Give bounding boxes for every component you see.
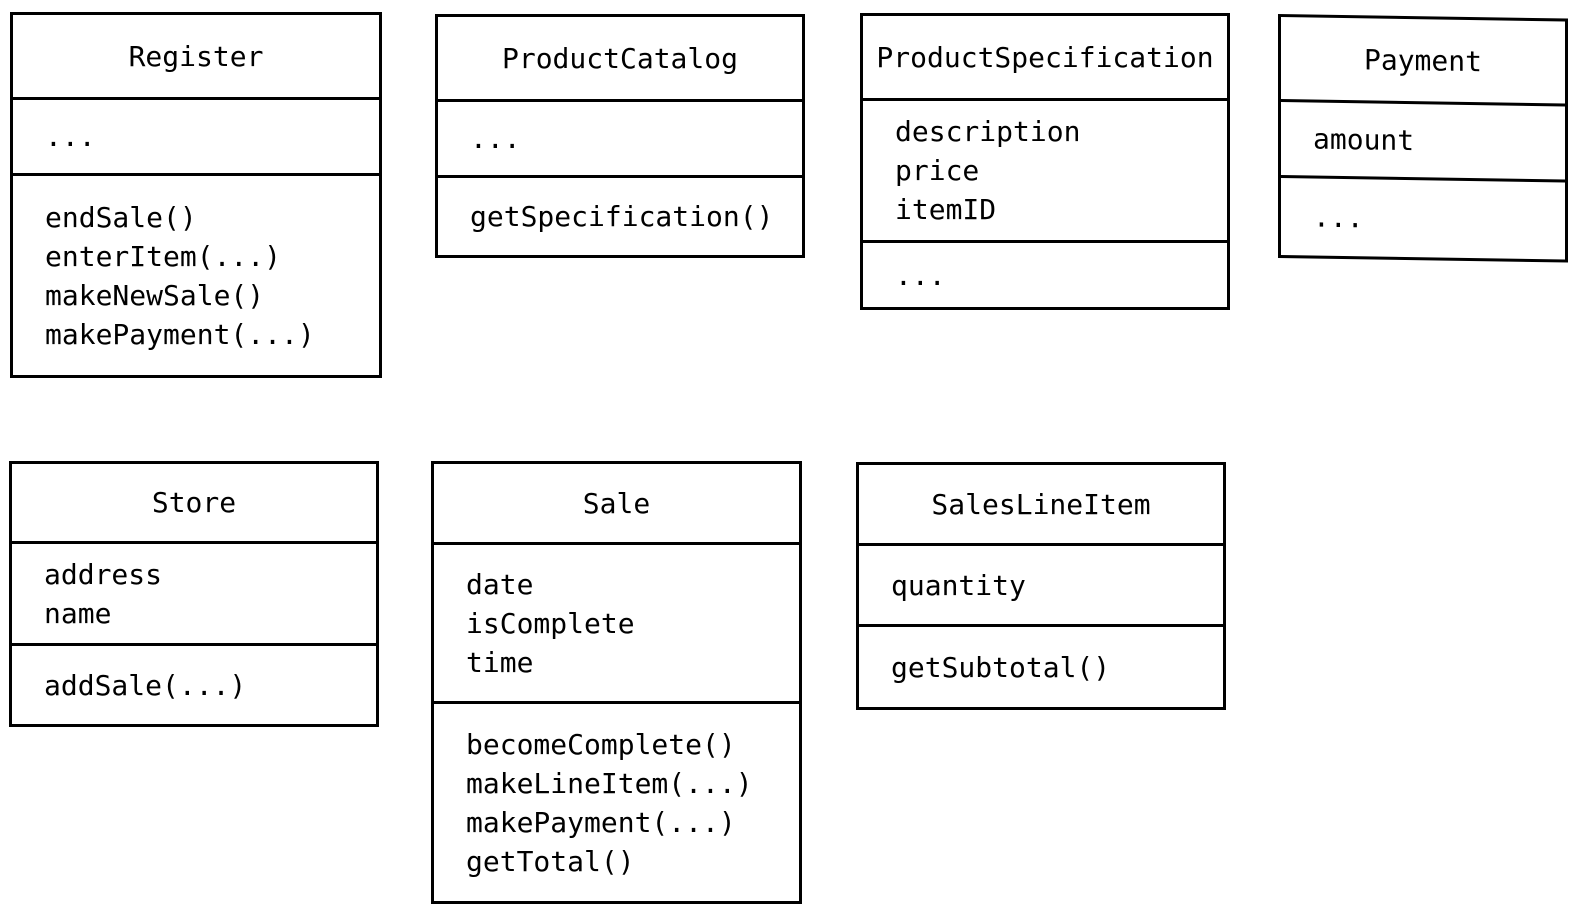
attribute: ... [45, 120, 96, 153]
operations-compartment: endSale() enterItem(...) makeNewSale() m… [13, 176, 379, 375]
operations-compartment: getSpecification() [438, 178, 802, 255]
class-sales-line-item: SalesLineItem quantity getSubtotal() [856, 462, 1226, 710]
operation: enterItem(...) [45, 239, 282, 273]
operations-compartment: becomeComplete() makeLineItem(...) makeP… [434, 704, 799, 901]
attribute: name [44, 596, 112, 630]
operation: addSale(...) [44, 668, 247, 702]
class-sale: Sale date isComplete time becomeComplete… [431, 461, 802, 904]
operation: endSale() [45, 200, 197, 234]
attribute: price [895, 154, 980, 187]
attribute: address [44, 557, 163, 591]
attributes-compartment: ... [438, 102, 802, 178]
attributes-compartment: address name [12, 544, 376, 646]
operations-compartment: ... [1281, 178, 1565, 259]
class-name: Payment [1281, 17, 1565, 107]
attributes-compartment: description price itemID [863, 101, 1227, 243]
operation: ... [1313, 200, 1364, 235]
attributes-compartment: quantity [859, 546, 1223, 627]
operation: getSubtotal() [891, 650, 1111, 684]
attribute: description [895, 115, 1081, 148]
operation: becomeComplete() [466, 727, 736, 761]
class-register: Register ... endSale() enterItem(...) ma… [10, 12, 382, 378]
attributes-compartment: amount [1281, 102, 1565, 183]
operations-compartment: addSale(...) [12, 646, 376, 724]
operations-compartment: getSubtotal() [859, 627, 1223, 707]
class-name: Store [12, 464, 376, 544]
class-product-specification: ProductSpecification description price i… [860, 13, 1230, 310]
operation: makeLineItem(...) [466, 766, 753, 800]
attributes-compartment: date isComplete time [434, 545, 799, 704]
operation: makePayment(...) [466, 805, 736, 839]
class-name: ProductSpecification [863, 16, 1227, 101]
class-product-catalog: ProductCatalog ... getSpecification() [435, 14, 805, 258]
attribute: amount [1313, 122, 1415, 158]
attribute: isComplete [466, 606, 635, 640]
operations-compartment: ... [863, 243, 1227, 307]
operation: makePayment(...) [45, 317, 315, 351]
class-payment: Payment amount ... [1278, 14, 1568, 263]
attributes-compartment: ... [13, 100, 379, 176]
attribute: date [466, 567, 534, 601]
attribute: ... [470, 122, 521, 155]
class-name: ProductCatalog [438, 17, 802, 102]
operation: getTotal() [466, 844, 635, 878]
operation: getSpecification() [470, 200, 774, 233]
operation: ... [895, 258, 946, 292]
operation: makeNewSale() [45, 278, 265, 312]
attribute: itemID [895, 193, 997, 226]
class-store: Store address name addSale(...) [9, 461, 379, 727]
class-name: SalesLineItem [859, 465, 1223, 546]
attribute: quantity [891, 568, 1026, 602]
attribute: time [466, 645, 534, 679]
class-name: Register [13, 15, 379, 100]
class-name: Sale [434, 464, 799, 545]
